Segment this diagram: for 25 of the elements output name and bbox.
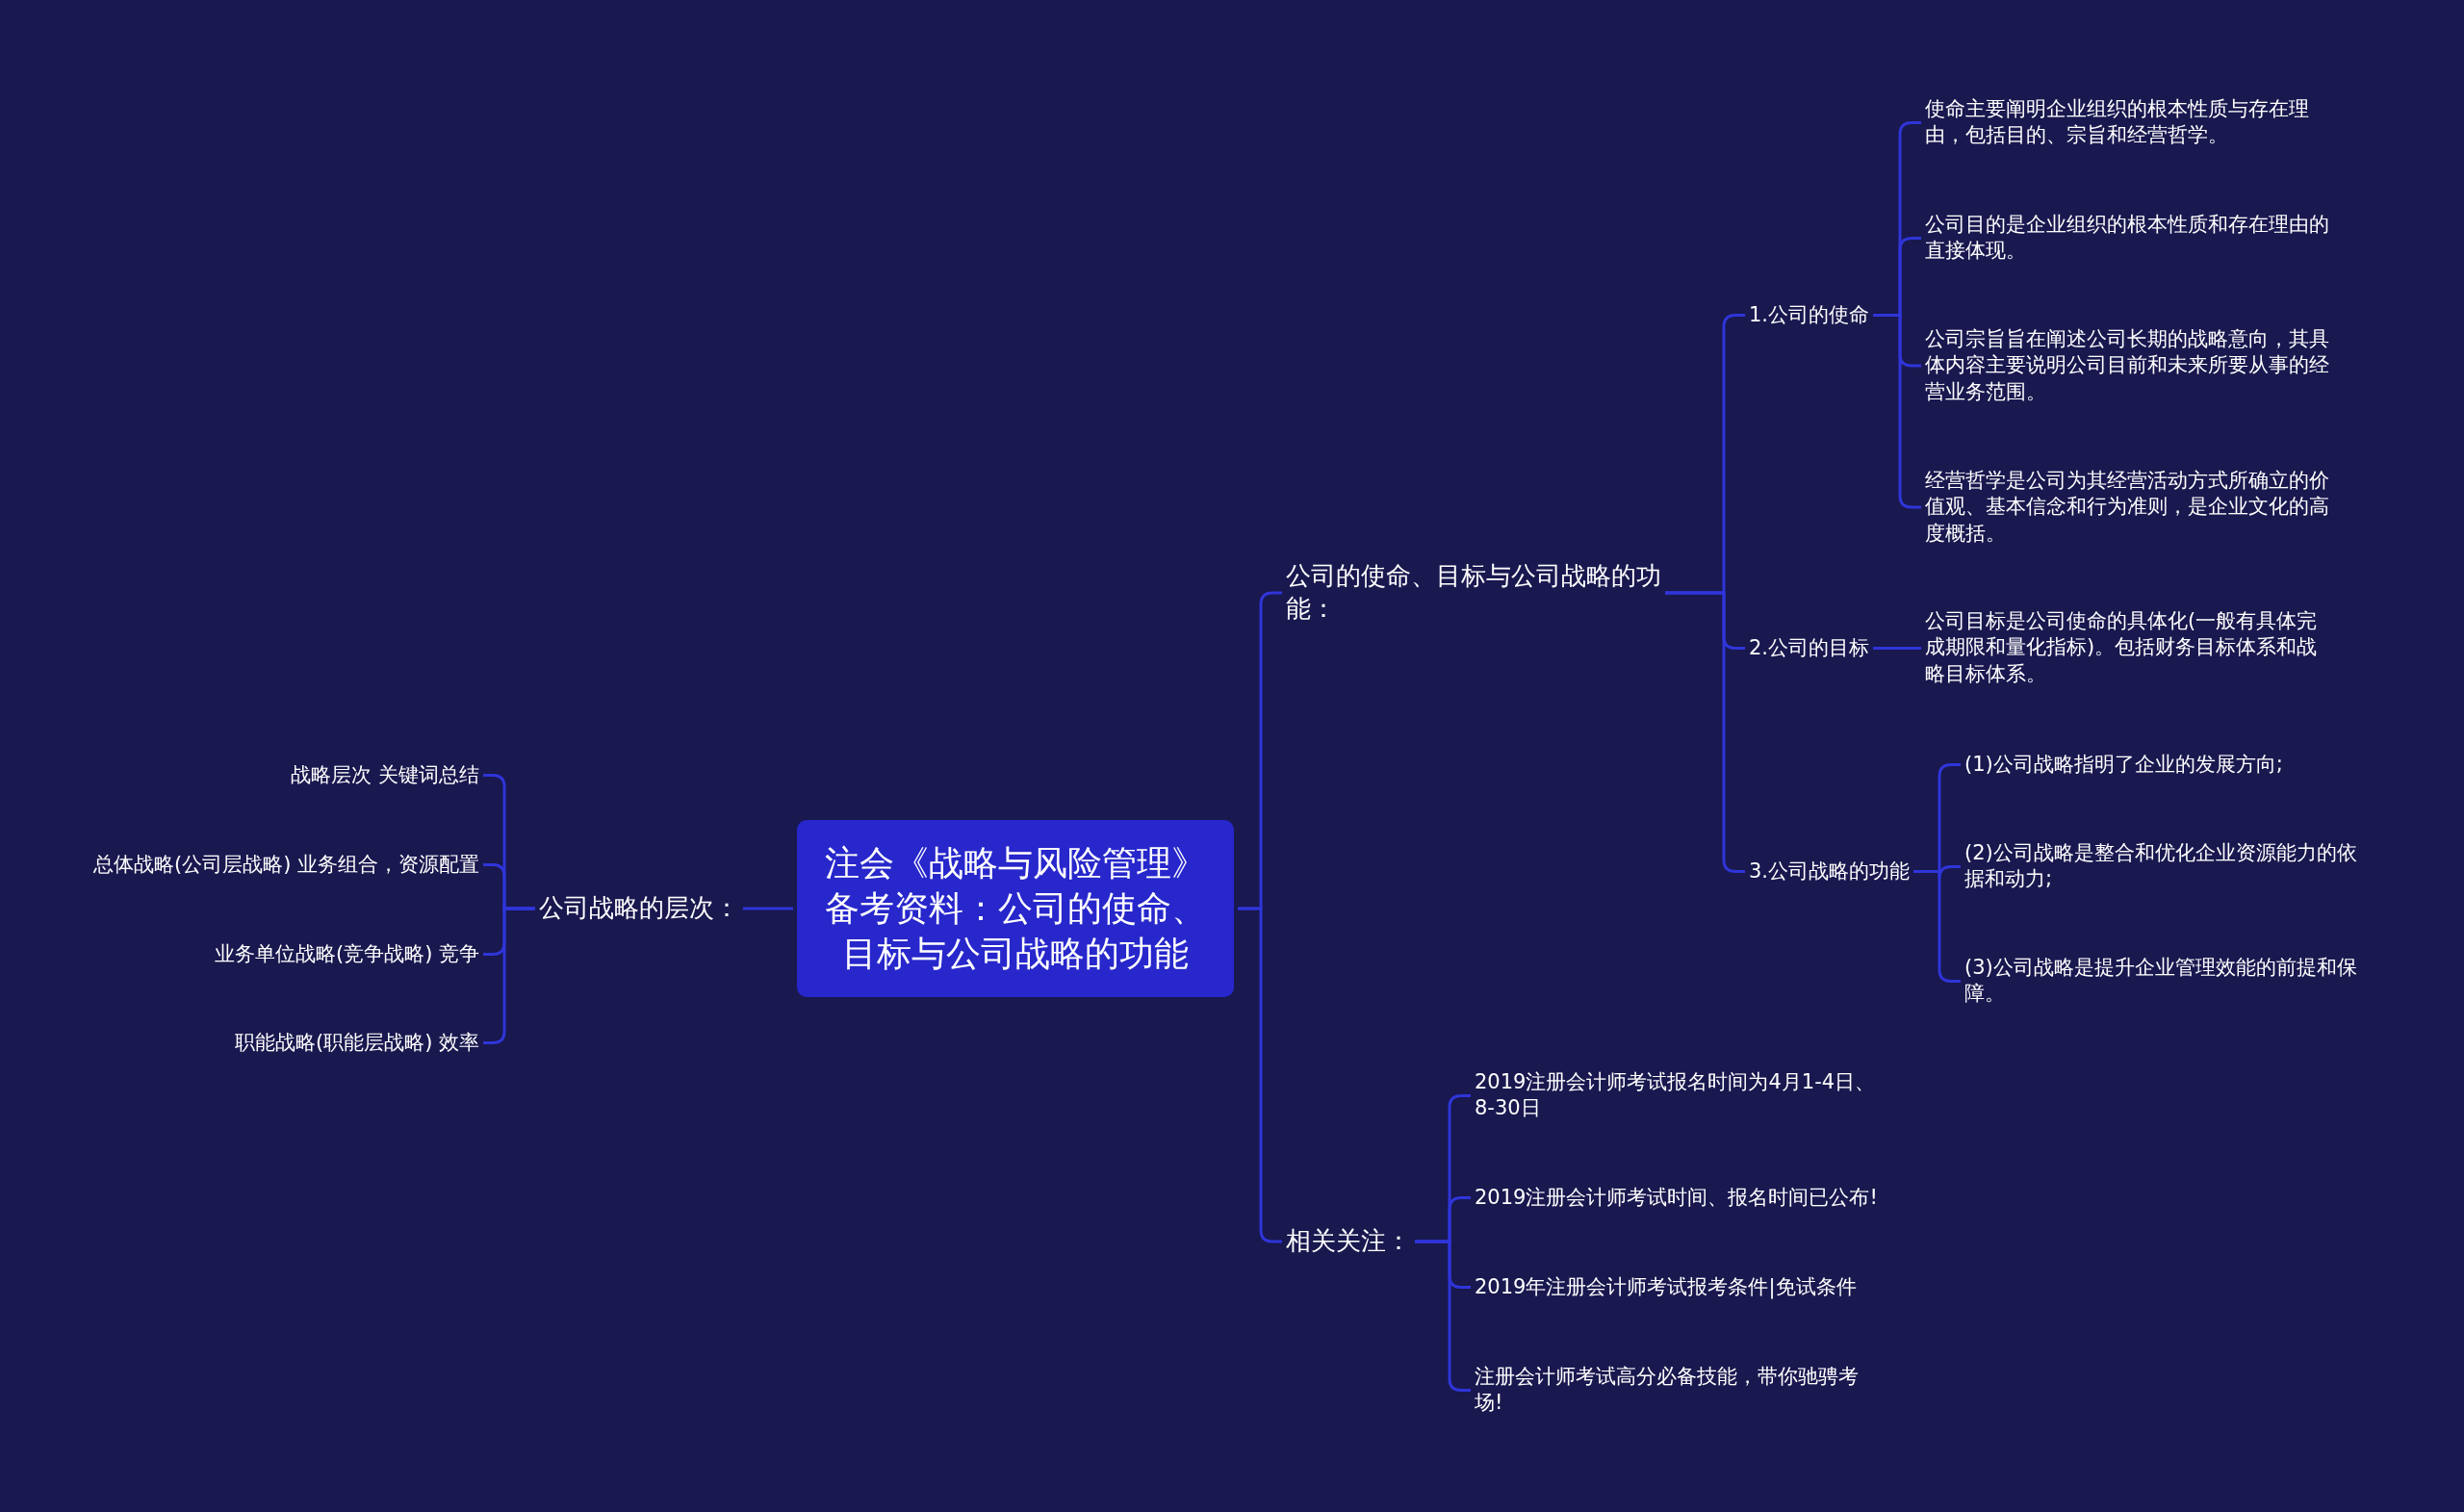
- leaf-text: 3.公司战略的功能: [1749, 858, 1922, 884]
- leaf-text: 1.公司的使命: [1749, 301, 1884, 328]
- leaf-text: 使命主要阐明企业组织的根本性质与存在理由，包括目的、宗旨和经营哲学。: [1925, 95, 2333, 149]
- leaf-text: 公司目的是企业组织的根本性质和存在理由的直接体现。: [1925, 211, 2333, 265]
- leaf-text: 2019注册会计师考试时间、报名时间已公布!: [1475, 1184, 1883, 1211]
- leaf-text: 公司宗旨旨在阐述公司长期的战略意向，其具体内容主要说明公司目前和未来所要从事的经营业务范围。: [1925, 326, 2333, 405]
- leaf-text: 注册会计师考试高分必备技能，带你驰骋考场!: [1475, 1363, 1883, 1417]
- central-topic-box: 注会《战略与风险管理》备考资料：公司的使命、目标与公司战略的功能: [797, 820, 1234, 998]
- topic-label: 相关关注：: [1286, 1225, 1440, 1258]
- leaf-text: 战略层次 关键词总结: [37, 761, 479, 788]
- leaf-text: (2)公司战略是整合和优化企业资源能力的依据和动力;: [1964, 839, 2363, 893]
- topic-label: 公司战略的层次：: [539, 892, 741, 925]
- topic-label: 公司的使命、目标与公司战略的功能：: [1286, 560, 1671, 626]
- leaf-text: 职能战略(职能层战略) 效率: [37, 1029, 479, 1056]
- leaf-text: 2019年注册会计师考试报考条件|免试条件: [1475, 1273, 1883, 1300]
- leaf-text: 2.公司的目标: [1749, 634, 1884, 661]
- leaf-text: (3)公司战略是提升企业管理效能的前提和保障。: [1964, 954, 2363, 1008]
- leaf-text: 业务单位战略(竞争战略) 竞争: [37, 940, 479, 967]
- connector-line: [743, 907, 793, 910]
- leaf-text: (1)公司战略指明了企业的发展方向;: [1964, 751, 2363, 778]
- connector-line: [1873, 647, 1921, 650]
- leaf-text: 公司目标是公司使命的具体化(一般有具体完成期限和量化指标)。包括财务目标体系和战略目标体系。: [1925, 608, 2320, 687]
- leaf-text: 2019注册会计师考试报名时间为4月1-4日、8-30日: [1475, 1068, 1883, 1122]
- leaf-text: 经营哲学是公司为其经营活动方式所确立的价值观、基本信念和行为准则，是企业文化的高度概括。: [1925, 468, 2333, 547]
- leaf-text: 总体战略(公司层战略) 业务组合，资源配置: [37, 851, 479, 878]
